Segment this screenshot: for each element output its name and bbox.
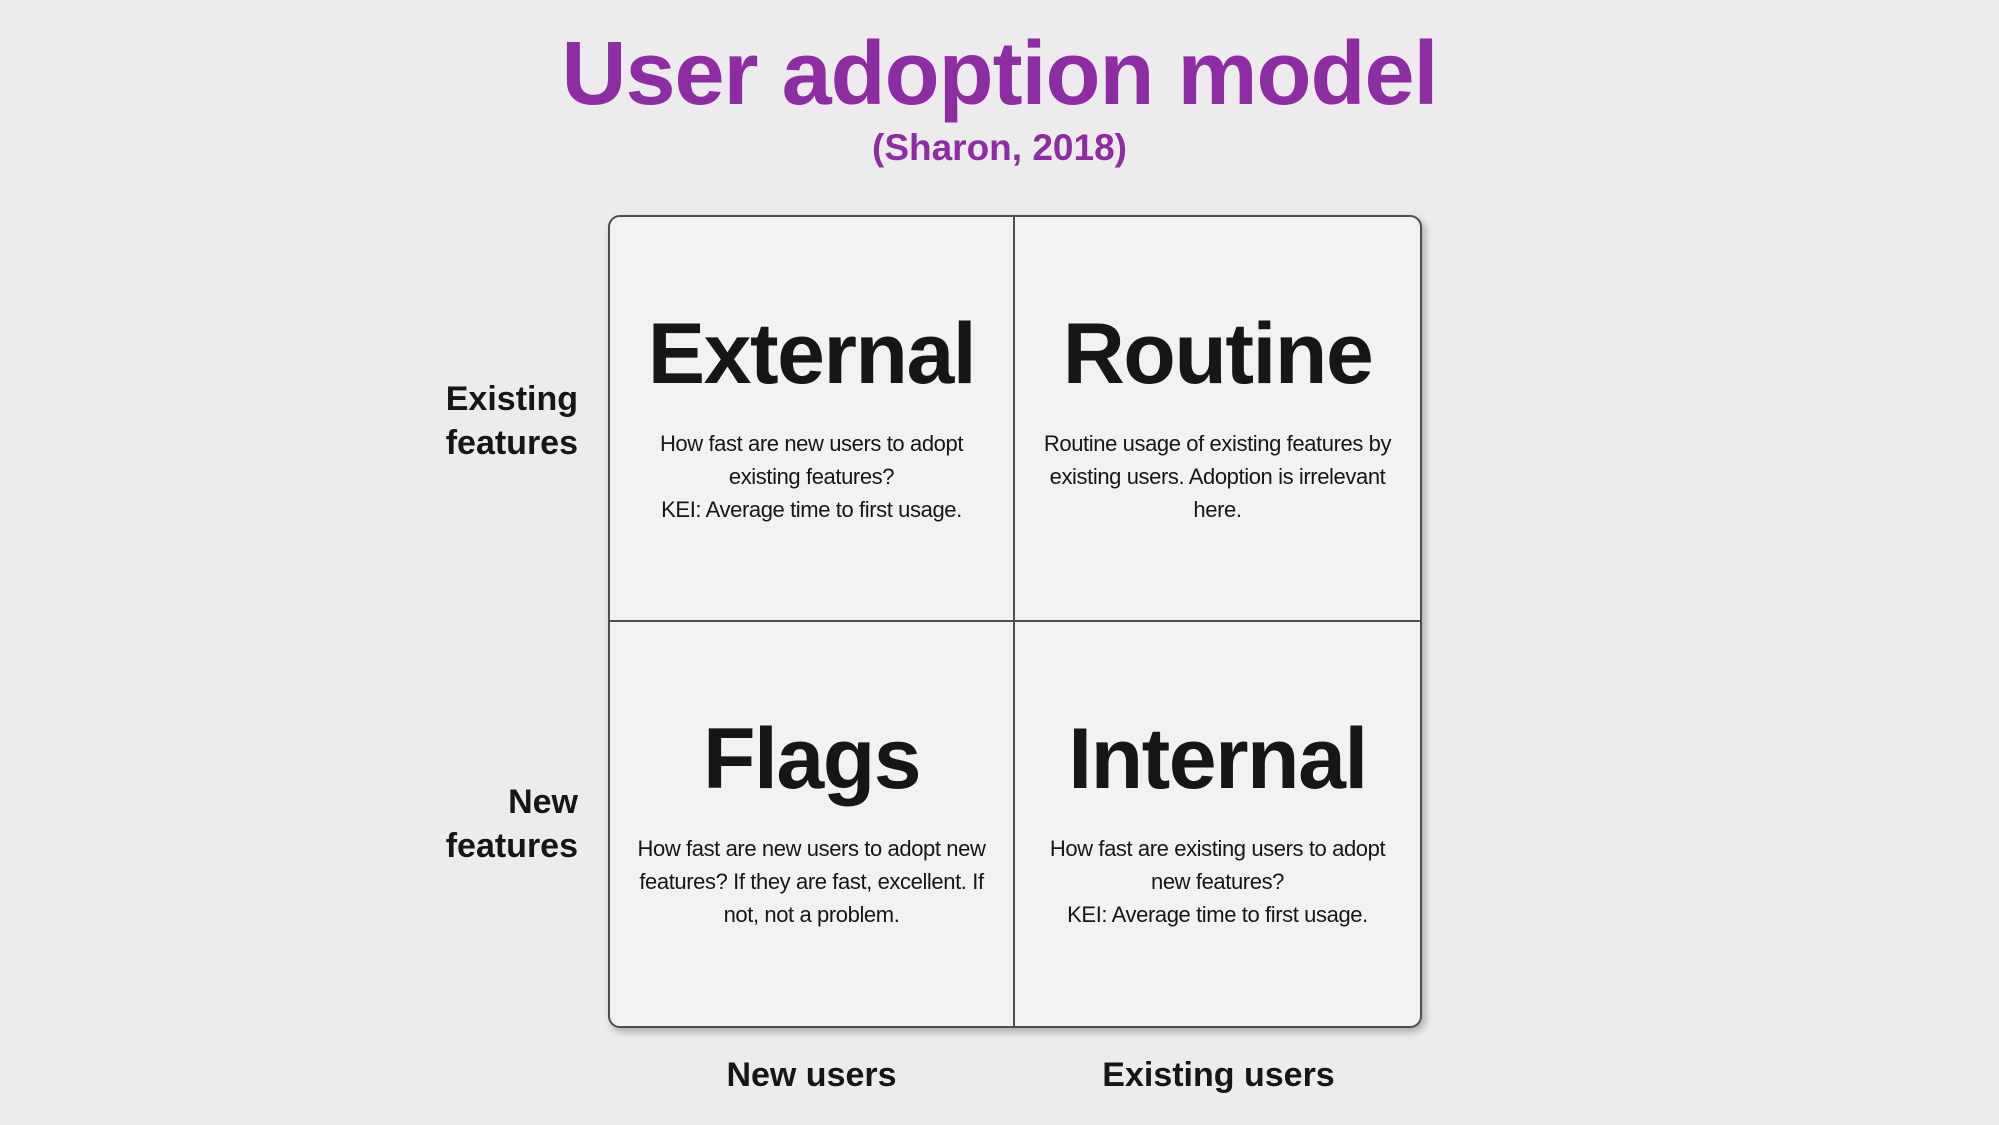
quadrant-description-external: How fast are new users to adopt existing… [659, 427, 964, 526]
description-line: How fast are existing users to adopt [1049, 836, 1386, 862]
quadrant-description-internal: How fast are existing users to adopt new… [1049, 832, 1386, 931]
quadrant-flags: Flags How fast are new users to adopt ne… [610, 621, 1015, 1026]
quadrant-internal: Internal How fast are existing users to … [1015, 622, 1420, 1027]
quadrant-title-internal: Internal [1068, 711, 1368, 808]
page-subtitle: (Sharon, 2018) [872, 127, 1127, 169]
quadrant-matrix: External How fast are new users to adopt… [608, 215, 1422, 1028]
row-label-line: features [445, 827, 578, 865]
description-line: new features? [1151, 869, 1284, 895]
description-line: existing users. Adoption is irrelevant [1049, 463, 1386, 489]
description-line: Routine usage of existing features by [1043, 430, 1392, 456]
col-label-new-users: New users [726, 1056, 897, 1094]
row-label-line: features [445, 424, 578, 462]
description-line: existing features? [728, 463, 895, 489]
quadrant-title-external: External [647, 305, 977, 402]
description-line: KEI: Average time to first usage. [661, 496, 962, 522]
row-label-new-features: New features [0, 780, 578, 868]
row-label-existing-features: Existing features [0, 377, 578, 465]
header: User adoption model (Sharon, 2018) [0, 24, 1999, 169]
row-label-line: New [508, 783, 578, 821]
description-line: How fast are new users to adopt [659, 430, 964, 456]
quadrant-routine: Routine Routine usage of existing featur… [1015, 217, 1420, 622]
description-line: KEI: Average time to first usage. [1067, 902, 1368, 928]
page-title: User adoption model [561, 24, 1438, 124]
quadrant-title-routine: Routine [1062, 305, 1374, 402]
description-line: here. [1193, 496, 1242, 522]
quadrant-title-flags: Flags [702, 711, 922, 808]
description-line: How fast are new users to adopt new [637, 836, 986, 862]
description-line: features? If they are fast, excellent. I… [639, 869, 984, 895]
quadrant-description-flags: How fast are new users to adopt new feat… [638, 832, 986, 931]
quadrant-external: External How fast are new users to adopt… [610, 217, 1015, 622]
description-line: not, not a problem. [723, 902, 900, 928]
quadrant-description-routine: Routine usage of existing features by ex… [1043, 427, 1392, 526]
col-label-existing-users: Existing users [1102, 1056, 1335, 1094]
row-label-line: Existing [445, 380, 578, 418]
